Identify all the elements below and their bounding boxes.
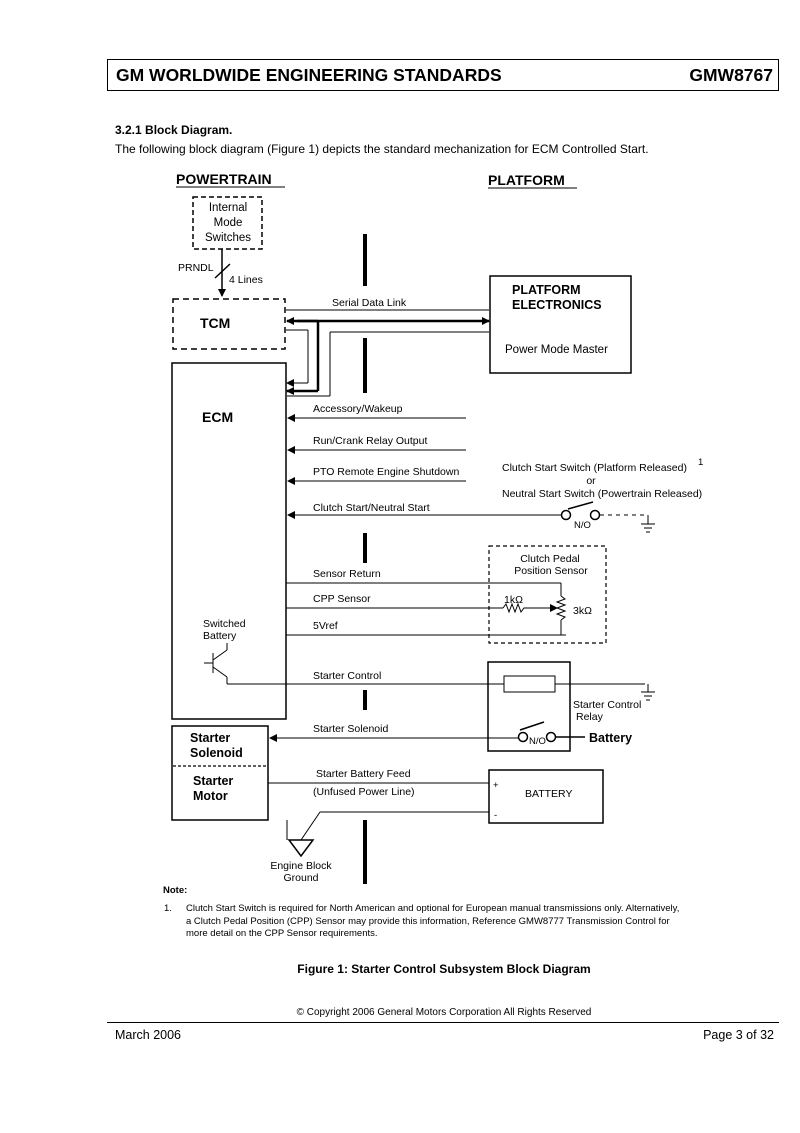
clutch-neutral-label: Clutch Start/Neutral Start [313,502,430,514]
starter-motor-line1: Starter [193,774,233,788]
relay-coil [503,675,556,693]
power-mode-master: Power Mode Master [505,344,608,356]
relay-switch-symbol [517,721,585,743]
cpp-sensor-label: CPP Sensor [313,593,371,605]
doc-title: GM WORLDWIDE ENGINEERING STANDARDS [116,65,502,85]
battery-plus: + [493,780,499,791]
note-number: 1. [164,903,172,914]
cpp-resistors [502,583,567,635]
relay-ground-symbol [641,684,655,701]
clutch-switch-line1: Clutch Start Switch (Platform Released) [502,462,687,474]
clutch-switch-line3: Neutral Start Switch (Powertrain Release… [502,488,702,500]
header-box [107,59,779,91]
starter-box [171,725,269,821]
internal-mode-switches-box [192,196,263,250]
relay-label-line2: Relay [576,711,604,723]
starter-solenoid-line1: Starter [190,731,230,745]
four-lines-label: 4 Lines [229,274,263,286]
sensor-return-label: Sensor Return [313,568,381,580]
run-crank-label: Run/Crank Relay Output [313,435,427,447]
transistor-symbol [204,643,228,684]
battery-label: BATTERY [525,788,572,800]
powertrain-heading: POWERTRAIN [176,171,272,187]
platform-heading: PLATFORM [488,172,565,188]
unfused-label: (Unfused Power Line) [313,786,415,798]
relay-no: N/O [529,736,546,747]
footer-rule [107,1022,779,1023]
cpp-sensor-box [488,545,607,644]
battery-minus: - [494,810,497,821]
starter-motor-line2: Motor [193,789,228,803]
starter-control-label: Starter Control [313,670,381,682]
intro-text: The following block diagram (Figure 1) d… [115,142,649,156]
starter-solenoid-line2: Solenoid [190,746,243,760]
serial-data-link-wires [286,309,490,397]
vref-label: 5Vref [313,620,338,632]
copyright: © Copyright 2006 General Motors Corporat… [296,1007,592,1018]
doc-number: GMW8767 [689,65,773,85]
starter-relay-box [487,661,571,752]
pto-label: PTO Remote Engine Shutdown [313,466,459,478]
relay-label-line1: Starter Control [573,699,641,711]
cpp-r2-label: 3kΩ [573,605,592,617]
engine-ground-line1: Engine Block [270,860,332,872]
domain-divider [363,234,367,884]
footer-date: March 2006 [115,1028,182,1042]
platform-electronics-line2: ELECTRONICS [512,298,602,312]
internal-mode-line1: Internal [209,202,247,214]
accessory-label: Accessory/Wakeup [313,403,403,415]
engine-ground-icon [287,839,315,858]
section-heading: 3.2.1 Block Diagram. [115,123,233,137]
engine-ground-line2: Ground [283,872,318,884]
internal-mode-line3: Switches [205,232,251,244]
clutch-switch-footnote: 1 [698,457,703,468]
figure-caption: Figure 1: Starter Control Subsystem Bloc… [297,962,591,976]
note-label: Note: [163,885,188,896]
clutch-switch-or: or [586,475,596,487]
clutch-switch-no: N/O [574,520,591,531]
battery-box [488,769,604,824]
cpp-r1-label: 1kΩ [504,594,523,606]
starter-solenoid-label: Starter Solenoid [313,723,388,735]
ecm-box [171,362,287,720]
internal-mode-line2: Mode [214,217,243,229]
tcm-box [172,298,286,350]
platform-electronics-line1: PLATFORM [512,283,581,297]
battery-feed-label: Starter Battery Feed [316,768,411,780]
ecm-label: ECM [202,409,233,425]
relay-battery-label: Battery [589,731,632,745]
ground-symbol [641,515,655,533]
tcm-label: TCM [200,315,230,331]
cpp-title-line1: Clutch Pedal [520,553,580,565]
engine-ground-wires [286,811,489,841]
platform-electronics-box [489,275,632,374]
clutch-start-switch-symbol [560,501,648,521]
switched-battery-line1: Switched [203,618,246,630]
cpp-title-line2: Position Sensor [514,565,588,577]
switched-battery-line2: Battery [203,630,237,642]
prndl-label: PRNDL [178,262,214,274]
footer-page: Page 3 of 32 [703,1028,774,1042]
serial-data-link-label: Serial Data Link [332,297,407,309]
note-text: Clutch Start Switch is required for Nort… [186,903,680,939]
